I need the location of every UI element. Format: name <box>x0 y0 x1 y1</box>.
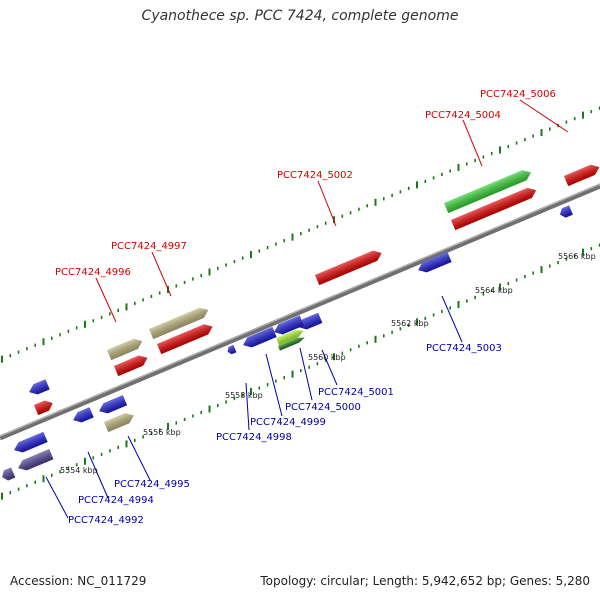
gene-pcc7424-4999 <box>243 326 277 348</box>
tick-label-5566: 5566 kbp <box>558 252 596 261</box>
leader-5003 <box>441 295 463 343</box>
tick-label-5562: 5562 kbp <box>391 319 429 328</box>
label-pcc7424-5001[interactable]: PCC7424_5001 <box>318 387 394 398</box>
tick-label-5564: 5564 kbp <box>475 286 513 295</box>
gene-small-blue-right <box>559 205 573 218</box>
gene-pcc7424-5006 <box>564 164 600 187</box>
gene-pcc7424-4997 <box>149 307 209 340</box>
label-pcc7424-5006[interactable]: PCC7424_5006 <box>480 89 556 100</box>
genome-title: Cyanothece sp. PCC 7424, complete genome <box>141 8 459 24</box>
tick-tracks <box>1 106 600 500</box>
tick-label-5558: 5558 kbp <box>225 391 263 400</box>
gene-small-blue-left <box>29 379 50 395</box>
label-pcc7424-4995[interactable]: PCC7424_4995 <box>114 479 190 490</box>
genome-summary: Topology: circular; Length: 5,942,652 bp… <box>260 574 590 588</box>
gene-pcc7424-5004 <box>451 187 537 231</box>
accession-label: Accession: NC_011729 <box>10 574 147 588</box>
label-leaders <box>45 99 569 519</box>
gene-edge-purple <box>2 467 16 481</box>
gene-small-blue-mid <box>73 407 94 423</box>
label-pcc7424-4997[interactable]: PCC7424_4997 <box>111 241 187 252</box>
gene-pcc7424-4999c <box>278 337 305 351</box>
gene-small-red <box>34 400 53 416</box>
tick-label-5556: 5556 kbp <box>143 428 181 437</box>
leader-4995 <box>127 435 151 481</box>
gene-pcc7424-4993 <box>14 431 48 453</box>
label-pcc7424-4996[interactable]: PCC7424_4996 <box>55 267 131 278</box>
label-pcc7424-5004[interactable]: PCC7424_5004 <box>425 110 501 121</box>
gene-pcc7424-4994 <box>99 395 128 414</box>
label-pcc7424-4998[interactable]: PCC7424_4998 <box>216 432 292 443</box>
gene-pcc7424-4996b <box>114 355 148 377</box>
backbone <box>0 183 600 441</box>
leader-4997 <box>151 251 172 297</box>
label-pcc7424-5000[interactable]: PCC7424_5000 <box>285 402 361 413</box>
leader-4996 <box>95 277 117 323</box>
label-pcc7424-4992[interactable]: PCC7424_4992 <box>68 515 144 526</box>
leader-5002 <box>317 180 337 227</box>
leader-5001 <box>321 349 338 386</box>
gene-features <box>2 164 600 481</box>
gene-pcc7424-5000 <box>274 315 304 335</box>
top-gene-labels[interactable]: PCC7424_4996 PCC7424_4997 PCC7424_5002 P… <box>55 89 556 278</box>
gene-pcc7424-4995 <box>104 413 134 433</box>
label-pcc7424-5003[interactable]: PCC7424_5003 <box>426 343 502 354</box>
gene-pcc7424-4998 <box>227 344 237 355</box>
leader-4992 <box>45 476 69 519</box>
gene-pcc7424-5001 <box>298 312 323 330</box>
leader-5004 <box>462 119 483 167</box>
gene-pcc7424-5003 <box>418 251 452 273</box>
gene-pcc7424-4992 <box>18 449 54 471</box>
leader-5006 <box>519 99 569 133</box>
leader-4998 <box>245 382 250 431</box>
label-pcc7424-4999[interactable]: PCC7424_4999 <box>250 417 326 428</box>
leader-4999 <box>265 353 283 417</box>
tick-label-5560: 5560 kbp <box>308 353 346 362</box>
leader-5000 <box>299 347 313 401</box>
gene-pcc7424-4996 <box>107 338 143 361</box>
tick-labels: 5554 kbp 5556 kbp 5558 kbp 5560 kbp 5562… <box>60 252 596 475</box>
leader-4994 <box>87 451 109 499</box>
gene-pcc7424-4999b <box>276 329 304 346</box>
tick-label-5554: 5554 kbp <box>60 466 98 475</box>
label-pcc7424-4994[interactable]: PCC7424_4994 <box>78 495 154 506</box>
bottom-gene-labels[interactable]: PCC7424_4992 PCC7424_4994 PCC7424_4995 P… <box>68 343 502 526</box>
gene-pcc7424-5005 <box>444 170 531 214</box>
label-pcc7424-5002[interactable]: PCC7424_5002 <box>277 170 353 181</box>
gene-pcc7424-4997b <box>157 324 213 355</box>
gene-pcc7424-5002 <box>315 250 382 286</box>
